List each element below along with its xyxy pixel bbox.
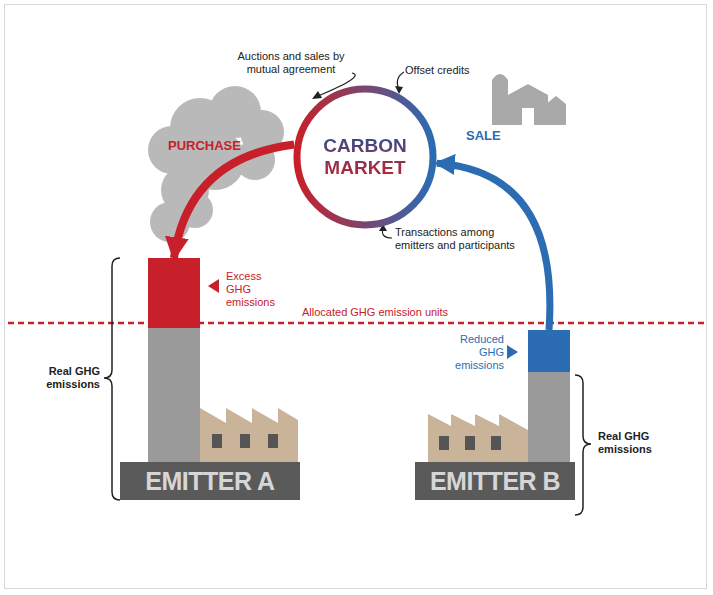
annotation: Allocated GHG emission units (300, 306, 450, 319)
annotation: Offset credits (405, 64, 495, 77)
annotation: Real GHG emissions (598, 430, 678, 456)
node-text-wrap: CARBON MARKET (293, 85, 437, 229)
bracket (104, 258, 120, 500)
annotation: Real GHG emissions (20, 365, 100, 391)
annotation: Transactions among emitters and particip… (395, 226, 535, 252)
factory-drawing (120, 258, 300, 500)
reduced-pointer (507, 345, 518, 359)
market-circle: CARBON MARKET (293, 85, 437, 229)
emitter-factory: EMITTER A (120, 258, 300, 500)
node-text-wrap: EMITTER B (415, 462, 575, 500)
bracket (575, 375, 591, 515)
annotation: Reduced GHG emissions (446, 333, 504, 372)
smoke-cloud (148, 86, 284, 242)
annotation: Auctions and sales by mutual agreement (226, 50, 356, 76)
emitter-name: EMITTER A (145, 467, 274, 496)
excess-pointer (208, 279, 219, 293)
flow-arrow (174, 144, 294, 258)
farm-icon (492, 74, 566, 125)
annotation: Excess GHG emissions (226, 270, 286, 309)
node-text-wrap: EMITTER A (120, 462, 300, 500)
emitter-name: EMITTER B (430, 467, 560, 496)
market-title: CARBON MARKET (315, 135, 415, 179)
flow-label: PURCHASE (168, 138, 241, 153)
flow-label: SALE (466, 128, 501, 143)
